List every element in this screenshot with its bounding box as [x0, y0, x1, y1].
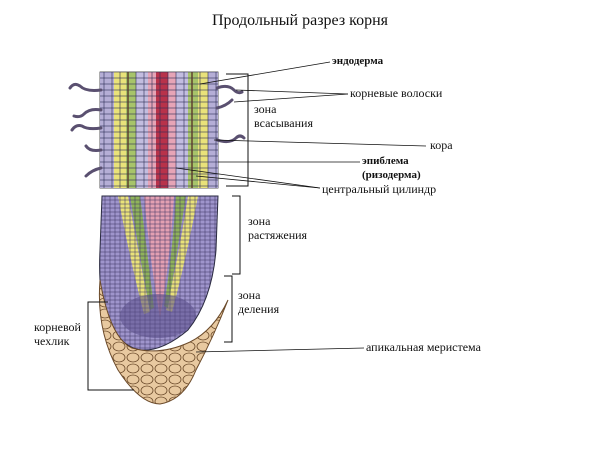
bracket-absorption: [226, 73, 249, 187]
label-absorption-zone-2: всасывания: [254, 116, 313, 130]
bracket-root-cap: [87, 301, 134, 391]
bracket-elongation: [232, 195, 241, 275]
leader-cortex: [213, 139, 427, 147]
bracket-division: [224, 275, 233, 343]
leader-endoderm: [199, 61, 331, 85]
label-root-cap-2: чехлик: [34, 334, 70, 348]
leader-central-cylinder-1: [175, 167, 321, 189]
label-elongation-zone-1: зона: [248, 214, 271, 228]
label-absorption-zone-1: зона: [254, 102, 277, 116]
label-division-zone-1: зона: [238, 288, 261, 302]
label-epiblema-1: эпиблема: [362, 155, 409, 167]
zone-brackets: [87, 73, 249, 391]
absorption-zone-section: [99, 71, 219, 189]
leader-central-cylinder-2: [195, 175, 321, 189]
leader-root-hairs-2: [233, 93, 349, 103]
label-cortex: кора: [430, 138, 453, 152]
label-division-zone-2: деления: [238, 302, 280, 316]
label-epiblema-2: (ризодерма): [362, 169, 421, 181]
page-title: Продольный разрез корня: [211, 12, 389, 29]
label-root-hairs: корневые волоски: [350, 86, 443, 100]
label-apical-meristem: апикальная меристема: [366, 340, 481, 354]
lower-root-section: [99, 195, 219, 351]
root-cap-tissue: [98, 279, 229, 405]
label-elongation-zone-2: растяжения: [248, 228, 308, 242]
leader-apical-meristem: [195, 347, 365, 353]
label-root-cap-1: корневой: [34, 320, 81, 334]
label-central-cylinder: центральный цилиндр: [322, 182, 437, 196]
root-hairs: [68, 82, 246, 178]
label-endoderm: эндодерма: [332, 55, 384, 67]
leader-root-hairs-1: [235, 89, 349, 95]
leader-lines: [175, 61, 427, 353]
